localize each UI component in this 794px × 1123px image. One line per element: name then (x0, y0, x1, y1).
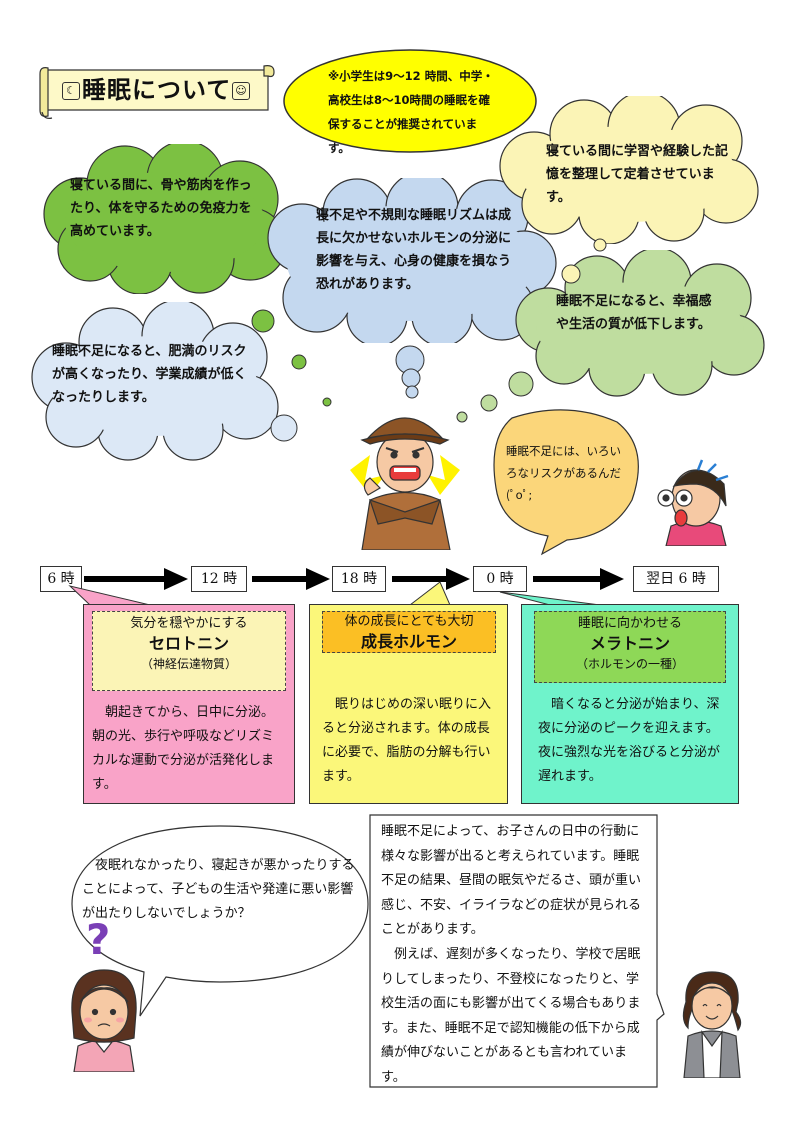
melatonin-subtitle: 睡眠に向かわせる (577, 616, 682, 631)
time-12: 12 時 (191, 566, 247, 592)
question-bubble: 夜眠れなかったり、寝起きが悪かったりすることによって、子どもの生活や発達に悪い影… (70, 820, 370, 1020)
cloud-obesity-text: 睡眠不足になると、肥満のリスクが高くなったり、学業成績が低くなったりします。 (52, 344, 247, 405)
growth-subtitle: 体の成長にとても大切 (344, 614, 474, 629)
panel-melatonin-head: 睡眠に向かわせる メラトニン （ホルモンの一種） (534, 611, 726, 683)
cloud-memory-text: 寝ている間に学習や経験した記憶を整理して定着させています。 (546, 144, 729, 205)
time-next-6: 翌日 6 時 (633, 566, 719, 592)
time-18: 18 時 (332, 566, 386, 592)
serotonin-title: セロトニン (148, 634, 229, 653)
cloud-happiness-text: 睡眠不足になると、幸福感や生活の質が低下します。 (556, 294, 712, 332)
surprised-person-illustration (657, 459, 729, 546)
answer-paragraph-1: 睡眠不足によって、お子さんの日中の行動に様々な影響が出ると考えられています。睡眠… (381, 824, 642, 937)
recommendation-ellipse: ※小学生は9～12 時間、中学・高校生は8～10時間の睡眠を確保することが推奨さ… (282, 48, 538, 155)
panel-growth-hormone: 体の成長にとても大切 成長ホルモン 眠りはじめの深い眠りに入ると分泌されます。体… (309, 604, 508, 804)
melatonin-title: メラトニン (589, 634, 670, 653)
serotonin-subtitle: 気分を穏やかにする (130, 616, 248, 631)
serotonin-note: （神経伝達物質） (140, 657, 237, 671)
detective-speech-text: 睡眠不足には、いろいろなリスクがあるんだ(ﾟoﾟ; (506, 444, 621, 502)
panel-serotonin-head: 気分を穏やかにする セロトニン （神経伝達物質） (92, 611, 286, 691)
detective-illustration (350, 417, 460, 550)
cloud-immunity: 寝ている間に、骨や筋肉を作ったり、体を守るための免疫力を高めています。 (40, 140, 290, 295)
melatonin-body: 暗くなると分泌が始まり、深夜に分泌のピークを迎えます。夜に強烈な光を浴びると分泌… (538, 697, 721, 784)
recommendation-text: ※小学生は9～12 時間、中学・高校生は8～10時間の睡眠を確保することが推奨さ… (328, 69, 494, 155)
question-text: 夜眠れなかったり、寝起きが悪かったりすることによって、子どもの生活や発達に悪い影… (82, 858, 355, 921)
thought-circles (251, 238, 607, 442)
panel-pointers (68, 581, 601, 606)
cloud-happiness: 睡眠不足になると、幸福感や生活の質が低下します。 (512, 247, 766, 398)
page-title: 睡眠について (82, 76, 232, 104)
question-mark-icon: ? (86, 915, 111, 964)
time-0: 0 時 (473, 566, 527, 592)
melatonin-note: （ホルモンの一種） (575, 657, 684, 671)
cloud-hormone: 寝不足や不規則な睡眠リズムは成長に欠かせないホルモンの分泌に影響を与え、心身の健… (262, 171, 557, 347)
serotonin-body: 朝起きてから、日中に分泌。朝の光、歩行や呼吸などリズミカルな運動で分泌が活発化し… (92, 705, 275, 792)
title-banner: ☾ 睡眠について ☺ (36, 62, 276, 124)
growth-body: 眠りはじめの深い眠りに入ると分泌されます。体の成長に必要で、脂肪の分解も行います… (322, 697, 492, 784)
cloud-hormone-text: 寝不足や不規則な睡眠リズムは成長に欠かせないホルモンの分泌に影響を与え、心身の健… (316, 208, 512, 292)
panel-growth-head: 体の成長にとても大切 成長ホルモン (322, 611, 496, 653)
mother-illustration (71, 969, 137, 1072)
panel-melatonin: 睡眠に向かわせる メラトニン （ホルモンの一種） 暗くなると分泌が始まり、深夜に… (521, 604, 739, 804)
cloud-immunity-text: 寝ている間に、骨や筋肉を作ったり、体を守るための免疫力を高めています。 (70, 178, 252, 239)
detective-speech-bubble: 睡眠不足には、いろいろなリスクがあるんだ(ﾟoﾟ; (482, 408, 652, 556)
panel-serotonin: 気分を穏やかにする セロトニン （神経伝達物質） 朝起きてから、日中に分泌。朝の… (83, 604, 295, 804)
growth-title: 成長ホルモン (360, 632, 457, 651)
teacher-illustration (682, 971, 742, 1078)
moon-icon: ☾ (62, 82, 80, 100)
scroll-shape (39, 65, 275, 119)
cloud-memory: 寝ている間に学習や経験した記憶を整理して定着させています。 (494, 91, 762, 245)
answer-paragraph-2: 例えば、遅刻が多くなったり、学校で居眠りしてしまったり、不登校になったりと、学校… (381, 947, 641, 1085)
answer-box: 睡眠不足によって、お子さんの日中の行動に様々な影響が出ると考えられています。睡眠… (369, 814, 665, 1088)
cloud-obesity: 睡眠不足になると、肥満のリスクが高くなったり、学業成績が低くなったりします。 (28, 299, 280, 462)
timeline-arrows (84, 568, 624, 590)
sleeping-face-icon: ☺ (232, 82, 250, 100)
